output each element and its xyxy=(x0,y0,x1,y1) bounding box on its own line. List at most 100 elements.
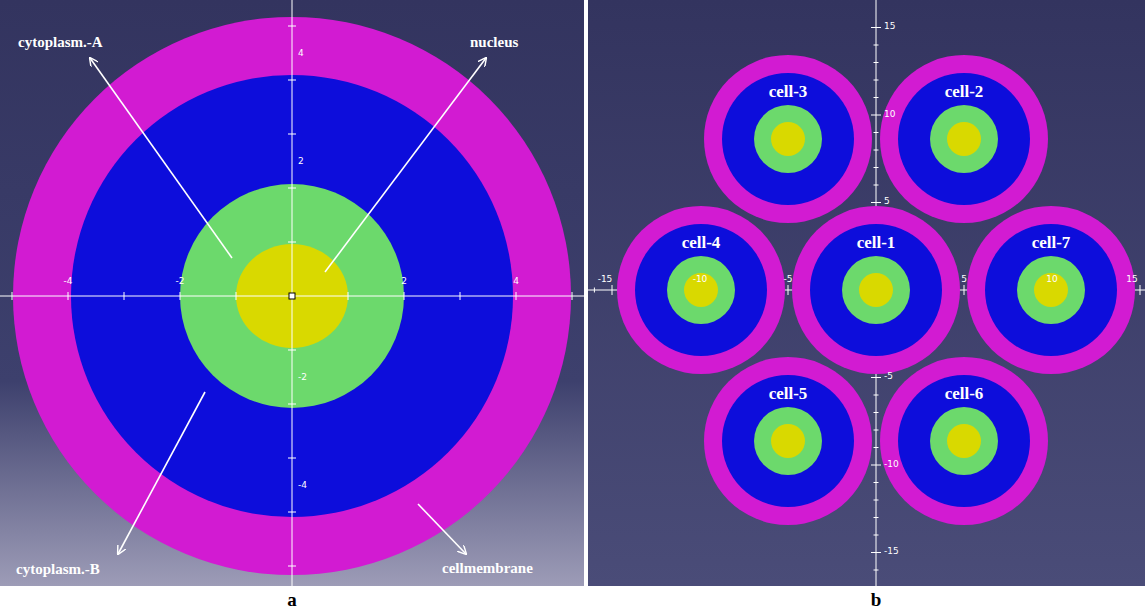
callout-label: cytoplasm.-A xyxy=(18,34,103,51)
tick-mark xyxy=(871,115,881,116)
cell-outline xyxy=(702,53,874,225)
tick-mark xyxy=(12,292,13,300)
tick-mark xyxy=(288,26,296,27)
tick-mark xyxy=(871,202,881,203)
cell-label: cell-3 xyxy=(767,83,810,102)
tick-mark xyxy=(236,292,237,300)
tick-mark xyxy=(874,132,879,133)
tick-mark xyxy=(871,465,881,466)
tick-mark xyxy=(288,404,296,405)
cytoplasm-b-ring xyxy=(722,73,854,205)
cell-label: cell-4 xyxy=(680,234,723,253)
tick-mark xyxy=(874,535,879,536)
nucleus-disc xyxy=(771,424,805,458)
tick-mark xyxy=(288,134,296,135)
nucleus-disc xyxy=(947,424,981,458)
panel-letter: b xyxy=(871,590,882,611)
cell-label: cell-7 xyxy=(1030,234,1073,253)
cytoplasm-a-ring xyxy=(667,256,735,324)
axis-number: 4 xyxy=(298,49,304,59)
cytoplasm-a-ring xyxy=(754,105,822,173)
tick-mark xyxy=(874,97,879,98)
cytoplasm-a-ring xyxy=(754,407,822,475)
origin-marker xyxy=(289,293,295,299)
axis-number: -2 xyxy=(298,373,307,383)
axis-number: 10 xyxy=(1046,275,1057,285)
axis-number: 5 xyxy=(884,197,890,207)
axis-number: 15 xyxy=(1126,275,1137,285)
tick-mark xyxy=(874,447,879,448)
nucleus-disc xyxy=(684,273,718,307)
axis-number: -2 xyxy=(176,277,185,287)
tick-mark xyxy=(874,430,879,431)
leader-arrow xyxy=(118,392,205,554)
tick-mark xyxy=(288,242,296,243)
tick-mark xyxy=(404,292,405,300)
tick-mark xyxy=(1140,285,1141,295)
callout-label: cytoplasm.-B xyxy=(16,561,100,578)
tick-mark xyxy=(874,80,879,81)
tick-mark xyxy=(874,500,879,501)
tick-mark xyxy=(964,285,965,295)
tick-mark xyxy=(874,150,879,151)
cell-outline xyxy=(965,204,1137,376)
tick-mark xyxy=(124,292,125,300)
cell-label: cell-6 xyxy=(943,385,986,404)
axis-number: -5 xyxy=(784,275,793,285)
axis-number: 15 xyxy=(884,22,895,32)
axis-number: 4 xyxy=(513,277,519,287)
tick-mark xyxy=(874,62,879,63)
tick-mark xyxy=(348,292,349,300)
cell-circle: cell-7 xyxy=(965,204,1137,376)
axes-a xyxy=(0,0,584,586)
cell-outline xyxy=(878,355,1050,527)
cytoplasm-a-ring xyxy=(930,105,998,173)
cytoplasm-a-ring xyxy=(842,256,910,324)
tick-mark xyxy=(68,292,69,300)
panel-b-background xyxy=(588,0,1145,586)
axis-number: -5 xyxy=(884,372,893,382)
cell-circle: cell-1 xyxy=(790,204,962,376)
cell-membrane-ring xyxy=(880,55,1048,223)
cell-membrane-ring xyxy=(967,206,1135,374)
tick-mark xyxy=(572,292,573,300)
axes-b xyxy=(588,0,1145,586)
cell-label: cell-5 xyxy=(767,385,810,404)
cell-membrane-ring xyxy=(880,357,1048,525)
leader-arrow xyxy=(90,58,232,258)
tick-mark xyxy=(288,512,296,513)
tick-mark xyxy=(874,570,879,571)
axis-number: 2 xyxy=(401,277,407,287)
tick-mark xyxy=(788,285,789,295)
tick-mark xyxy=(288,80,296,81)
cytoplasm-b-ring xyxy=(985,224,1117,356)
cytoplasm-b-ring xyxy=(898,375,1030,507)
axis-number: 5 xyxy=(961,275,967,285)
tick-mark xyxy=(871,552,881,553)
axis-number: -4 xyxy=(64,277,73,287)
tick-mark xyxy=(288,350,296,351)
nucleus-disc xyxy=(1034,273,1068,307)
tick-mark xyxy=(874,517,879,518)
tick-mark xyxy=(874,412,879,413)
tick-mark xyxy=(612,285,613,295)
tick-mark xyxy=(874,482,879,483)
callout-label: nucleus xyxy=(470,34,518,51)
cell-outline xyxy=(790,204,962,376)
tick-mark xyxy=(874,167,879,168)
leader-arrow xyxy=(325,58,486,272)
tick-mark xyxy=(516,292,517,300)
nucleus-disc xyxy=(859,273,893,307)
tick-mark xyxy=(871,27,881,28)
tick-mark xyxy=(288,458,296,459)
tick-mark xyxy=(288,188,296,189)
cell-circle: cell-2 xyxy=(878,53,1050,225)
cytoplasm-b-ring xyxy=(635,224,767,356)
cytoplasm-b-ring xyxy=(722,375,854,507)
axis-number: -10 xyxy=(884,460,899,470)
cell-outline xyxy=(615,204,787,376)
axis-number: -10 xyxy=(693,275,708,285)
panel-letter: a xyxy=(287,590,297,611)
axis-number: 2 xyxy=(298,157,304,167)
